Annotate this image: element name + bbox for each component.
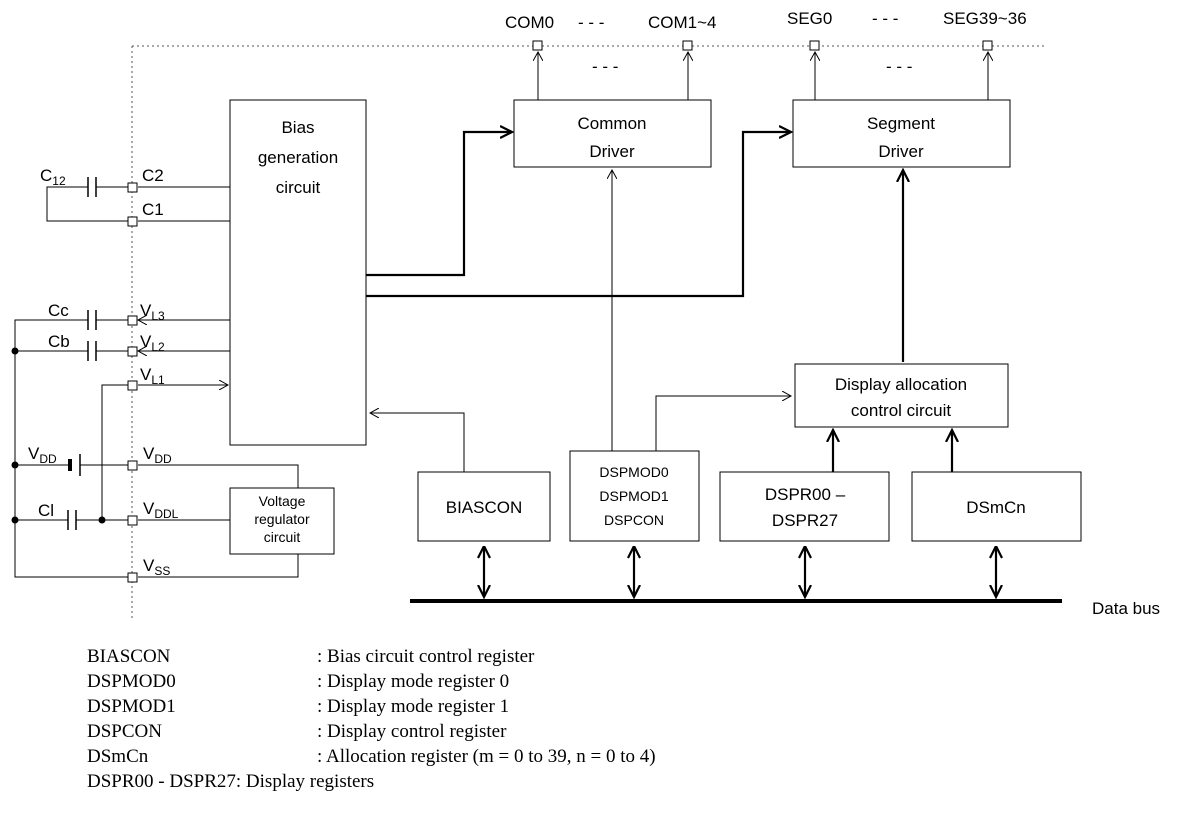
legend-row: DSPR00 - DSPR27 : Display registers [87,769,656,794]
seg-dash-label: - - - [872,9,898,28]
legend-desc: : Bias circuit control register [317,646,535,667]
junction-dot [11,461,19,469]
dsmcn-label: DSmCn [966,498,1026,517]
pin-c2 [127,182,138,193]
vreg-label-2: regulator [254,511,310,527]
dspmod-block [569,450,700,542]
segment-mid-dash: - - - [886,57,912,76]
common-label-2: Driver [589,142,635,161]
biascon-block [417,471,551,542]
cc-ground-wire [14,319,128,578]
pin-vddl-label: VDDL [143,499,179,521]
cb-label: Cb [48,332,70,351]
c12-return-wire [46,186,128,222]
pin-seg-last [982,40,993,51]
vreg-label-1: Voltage [259,493,306,509]
vdd-wire [138,464,299,488]
legend-row: DSmCn : Allocation register (m = 0 to 39… [87,744,656,769]
pin-vdd-label: VDD [143,444,172,466]
legend-row: DSPMOD1 : Display mode register 1 [87,694,656,719]
pin-com0 [532,40,543,51]
data-bus-label: Data bus [1092,599,1160,618]
pin-vl3-label: VL3 [140,301,165,323]
legend-term: DSmCn [87,746,149,767]
pin-vl2 [127,346,138,357]
pin-com-last-label: COM1~4 [648,13,717,32]
biascon-to-bias-arrow [370,413,465,472]
pin-vddl [127,515,138,526]
alloc-label-2: control circuit [851,401,951,420]
biascon-label: BIASCON [446,498,523,517]
bias-to-segment-arrow [366,132,791,298]
pin-c1 [127,216,138,227]
common-label-1: Common [578,114,647,133]
legend-desc: : Allocation register (m = 0 to 39, n = … [317,746,656,767]
pin-com0-label: COM0 [505,13,554,32]
vss-wire [138,554,299,578]
segment-driver-block [792,99,1011,168]
pin-seg-last-label: SEG39~36 [943,9,1027,28]
vreg-label-3: circuit [264,529,301,545]
legend-term: DSPR00 - DSPR27 [87,771,236,792]
pin-vl3 [127,315,138,326]
pin-c2-label: C2 [142,166,164,185]
dspmod1-label: DSPMOD1 [599,488,668,504]
lcd-block-diagram: COM0 - - - COM1~4 SEG0 - - - SEG39~36 - … [11,9,1160,620]
common-mid-dash: - - - [592,57,618,76]
legend-term: DSPMOD0 [87,671,176,692]
vdd-source-label: VDD [28,444,57,466]
voltage-regulator-block [229,487,335,555]
legend-row: DSPCON : Display control register [87,719,656,744]
junction-dot [11,516,19,524]
pin-vl1-label: VL1 [140,365,165,387]
bias-to-common-arrow [366,132,512,277]
com-dash-label: - - - [578,13,604,32]
bias-label-2: generation [258,148,338,167]
bias-generation-block [229,99,367,446]
legend-desc: : Display registers [235,771,375,792]
segment-label-2: Driver [878,142,924,161]
junction-dot [11,347,19,355]
vl1-vddl-link [101,384,128,520]
c12-label: C12 [40,166,66,188]
legend-row: BIASCON : Bias circuit control register [87,644,656,669]
pin-seg0 [809,40,820,51]
cl-label: Cl [38,501,54,520]
dspr-block [719,471,890,542]
legend-term: DSPCON [87,721,162,742]
pin-vl2-label: VL2 [140,332,165,354]
pin-vss-label: VSS [143,556,170,578]
pin-seg0-label: SEG0 [787,9,832,28]
alloc-label-1: Display allocation [835,375,967,394]
bias-label-3: circuit [276,178,321,197]
dspmod0-label: DSPMOD0 [599,464,668,480]
legend-desc: : Display control register [317,721,507,742]
pin-c1-label: C1 [142,200,164,219]
legend-term: DSPMOD1 [87,696,176,717]
pin-com-last [682,40,693,51]
register-legend: BIASCON : Bias circuit control register … [87,644,656,794]
legend-term: BIASCON [87,646,171,667]
cc-label: Cc [48,301,69,320]
bias-label-1: Bias [281,118,314,137]
legend-desc: : Display mode register 1 [317,696,510,717]
common-driver-block [513,99,712,168]
display-allocation-block [794,363,1009,428]
dsmcn-block [911,471,1082,542]
dspr-label-2: DSPR27 [772,511,838,530]
dspmod-to-alloc-arrow [655,396,791,451]
dspcon-label: DSPCON [604,512,664,528]
pin-vl1 [127,380,138,391]
legend-desc: : Display mode register 0 [317,671,510,692]
pin-vdd [127,460,138,471]
pin-vss [127,572,138,583]
segment-label-1: Segment [867,114,935,133]
dspr-label-1: DSPR00 – [765,485,846,504]
legend-row: DSPMOD0 : Display mode register 0 [87,669,656,694]
junction-dot [98,516,106,524]
